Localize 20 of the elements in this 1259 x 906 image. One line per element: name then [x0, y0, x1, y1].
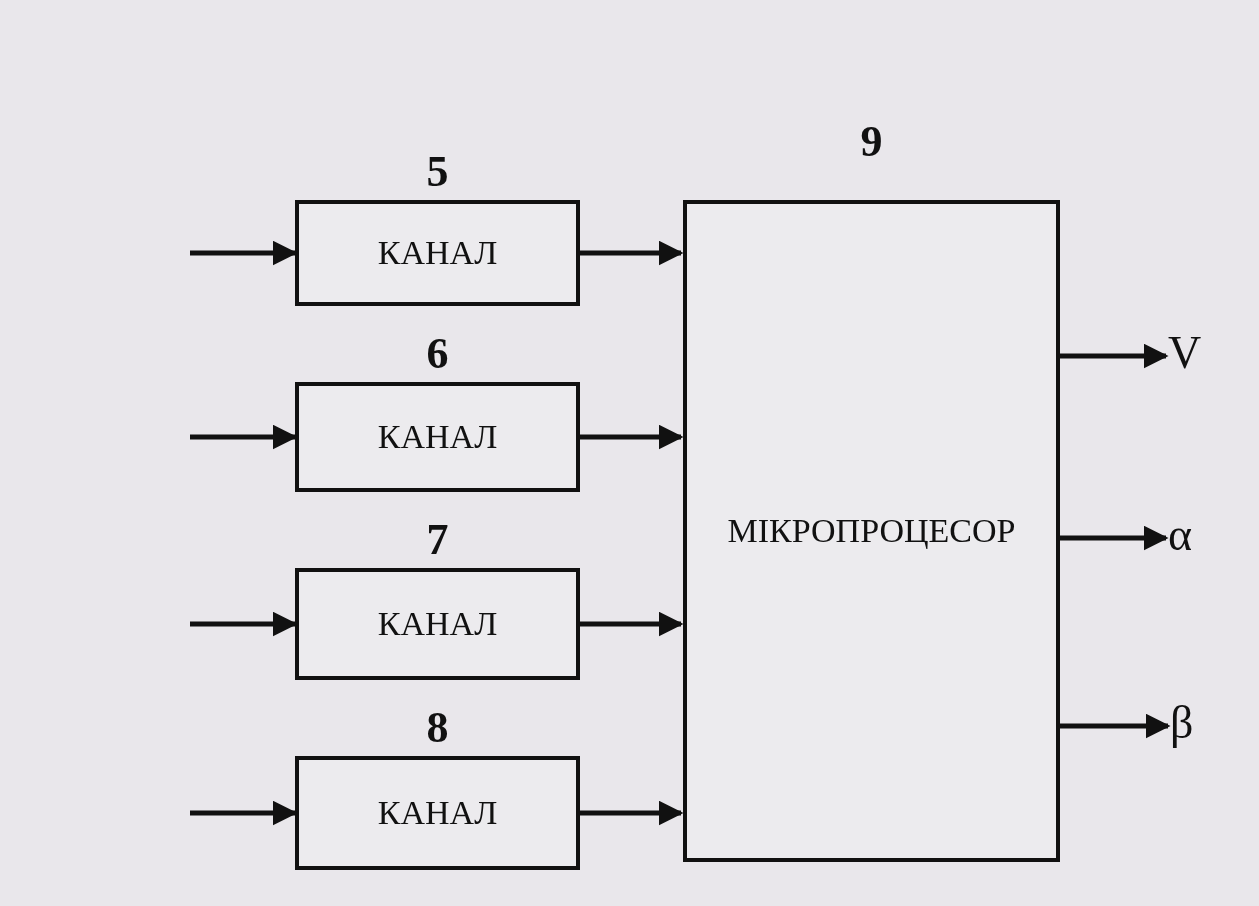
arrow — [1060, 525, 1169, 551]
callout-number: 7 — [426, 518, 449, 562]
callout-number: 5 — [426, 150, 449, 194]
arrow — [580, 424, 684, 450]
channel-block: КАНАЛ — [295, 756, 580, 870]
callout-number: 6 — [426, 332, 449, 376]
output-symbol: α — [1168, 512, 1193, 558]
arrow — [580, 611, 684, 637]
callout-number: 8 — [426, 706, 449, 750]
channel-block: КАНАЛ — [295, 200, 580, 306]
channel-block: КАНАЛ — [295, 568, 580, 680]
processor-block: МІКРОПРОЦЕСОР — [683, 200, 1060, 862]
output-symbol: β — [1170, 700, 1194, 746]
channel-block: КАНАЛ — [295, 382, 580, 492]
callout-number: 9 — [860, 120, 883, 164]
arrow — [1060, 713, 1171, 739]
arrow — [580, 800, 684, 826]
arrow — [580, 240, 684, 266]
arrow — [1060, 343, 1169, 369]
output-symbol: V — [1168, 330, 1202, 376]
